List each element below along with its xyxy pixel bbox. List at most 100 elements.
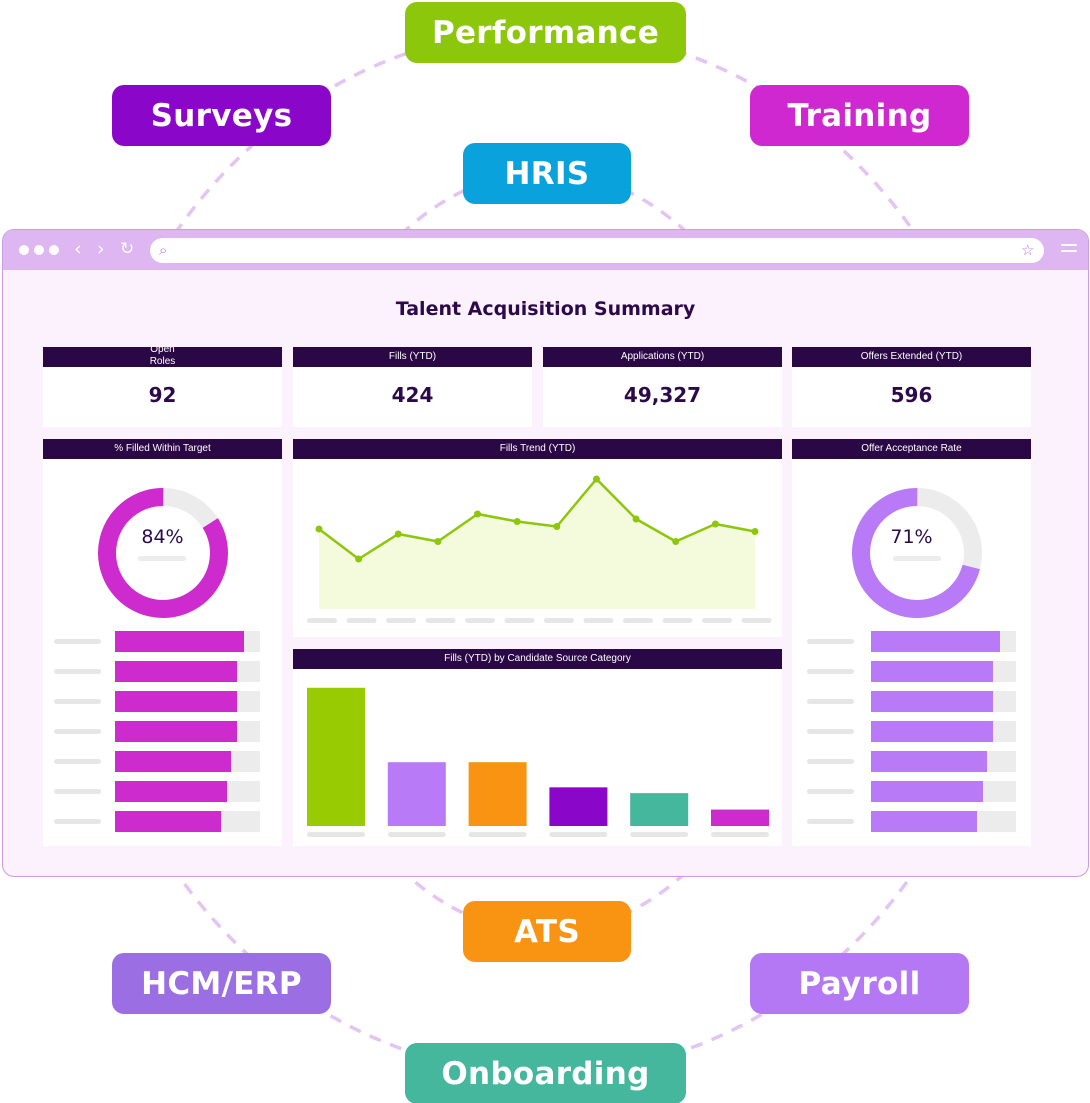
hbar-row (792, 781, 1031, 802)
filled-within-target-donut (98, 488, 228, 618)
kpi-value: 424 (391, 383, 434, 407)
x-tick-placeholder (307, 618, 337, 623)
hbar-label-placeholder (54, 819, 101, 824)
trend-point (711, 520, 719, 528)
integration-performance[interactable]: Performance (405, 2, 686, 63)
reload-icon[interactable]: ↻ (120, 239, 135, 259)
x-tick-placeholder (544, 618, 574, 623)
hbar-row (792, 811, 1031, 832)
window-dot[interactable] (49, 245, 59, 255)
kpi-applications-ytd: Applications (YTD) 49,327 (543, 347, 782, 427)
hbar-row (792, 721, 1031, 742)
x-tick-placeholder (741, 618, 772, 623)
x-tick-placeholder (465, 618, 495, 623)
hbar-fill (871, 811, 977, 832)
hbar-label-placeholder (807, 729, 854, 734)
trend-point (394, 530, 402, 538)
hbar-label-placeholder (807, 639, 854, 644)
kpi-label-line2: Roles (149, 356, 176, 367)
integration-hris[interactable]: HRIS (463, 143, 631, 204)
browser-window: ‹ › ↻ ⌕ ☆ Talent Acquisition Summary Ope… (2, 229, 1089, 877)
back-icon[interactable]: ‹ (74, 238, 82, 260)
hbar-label-placeholder (807, 759, 854, 764)
hbar-fill (871, 721, 993, 742)
source-label-placeholder (468, 832, 527, 837)
hbar-label-placeholder (54, 669, 101, 674)
fills-by-source-panel: Fills (YTD) by Candidate Source Category (293, 649, 782, 846)
star-icon[interactable]: ☆ (1021, 241, 1035, 259)
hbar-track (871, 631, 1016, 652)
kpi-header: Applications (YTD) (543, 347, 782, 367)
hbar-track (115, 691, 260, 712)
x-tick-placeholder (583, 618, 614, 623)
hbar-label-placeholder (807, 699, 854, 704)
source-bar (387, 762, 446, 826)
hbar-row (792, 751, 1031, 772)
hbar-track (115, 721, 260, 742)
trend-point (474, 510, 482, 518)
kpi-value: 596 (890, 383, 933, 407)
value-caption-placeholder (893, 556, 941, 561)
offer-acceptance-value: 71% (890, 526, 933, 548)
x-tick-placeholder (504, 618, 535, 623)
hbar-fill (115, 751, 231, 772)
browser-toolbar: ‹ › ↻ ⌕ ☆ (3, 230, 1088, 270)
panel-title: % Filled Within Target (43, 439, 282, 459)
filled-within-target-value: 84% (141, 526, 184, 548)
hbar-row (792, 661, 1031, 682)
integration-payroll[interactable]: Payroll (750, 953, 969, 1014)
kpi-offers-extended: Offers Extended (YTD) 596 (792, 347, 1031, 427)
window-dot[interactable] (19, 245, 29, 255)
hbar-label-placeholder (54, 729, 101, 734)
hbar-fill (115, 811, 221, 832)
source-bar (711, 809, 769, 826)
hbar-row (43, 631, 282, 652)
trend-point (434, 538, 442, 545)
window-dot[interactable] (34, 245, 44, 255)
source-label-placeholder (549, 832, 608, 837)
integration-onboarding[interactable]: Onboarding (405, 1043, 686, 1103)
integration-ats[interactable]: ATS (463, 901, 631, 962)
panel-title: Offer Acceptance Rate (792, 439, 1031, 459)
hbar-label-placeholder (807, 819, 854, 824)
donut-arc (98, 488, 228, 618)
hbar-track (115, 661, 260, 682)
hbar-row (43, 811, 282, 832)
trend-point (632, 515, 640, 523)
trend-point (315, 525, 323, 533)
hbar-row (43, 661, 282, 682)
hbar-row (792, 691, 1031, 712)
address-bar[interactable]: ⌕ ☆ (150, 238, 1044, 263)
hbar-fill (871, 661, 993, 682)
hbar-track (871, 661, 1016, 682)
hbar-fill (115, 691, 237, 712)
hbar-track (871, 781, 1016, 802)
panel-title: Fills Trend (YTD) (293, 439, 782, 459)
source-label-placeholder (387, 832, 446, 837)
forward-icon[interactable]: › (97, 238, 105, 260)
fills-trend-panel: Fills Trend (YTD) (293, 439, 782, 637)
x-tick-placeholder (623, 618, 653, 623)
trend-point (592, 475, 600, 483)
hbar-row (43, 751, 282, 772)
hbar-track (115, 811, 260, 832)
menu-icon[interactable] (1061, 244, 1077, 254)
donut-arc (852, 488, 982, 618)
filled-within-target-panel: % Filled Within Target 84% (43, 439, 282, 846)
source-label-placeholder (630, 832, 689, 837)
source-bar (307, 687, 365, 826)
integration-training[interactable]: Training (750, 85, 969, 146)
trend-point (513, 518, 521, 525)
hbar-track (115, 781, 260, 802)
offer-acceptance-panel: Offer Acceptance Rate 71% (792, 439, 1031, 846)
hbar-label-placeholder (54, 789, 101, 794)
x-tick-placeholder (425, 618, 456, 623)
hbar-row (43, 781, 282, 802)
kpi-header: Open Roles (43, 347, 282, 367)
kpi-value: 92 (148, 383, 177, 407)
hbar-track (115, 631, 260, 652)
hbar-label-placeholder (807, 669, 854, 674)
hbar-fill (115, 661, 237, 682)
integration-surveys[interactable]: Surveys (112, 85, 331, 146)
integration-hcm-erp[interactable]: HCM/ERP (112, 953, 331, 1014)
